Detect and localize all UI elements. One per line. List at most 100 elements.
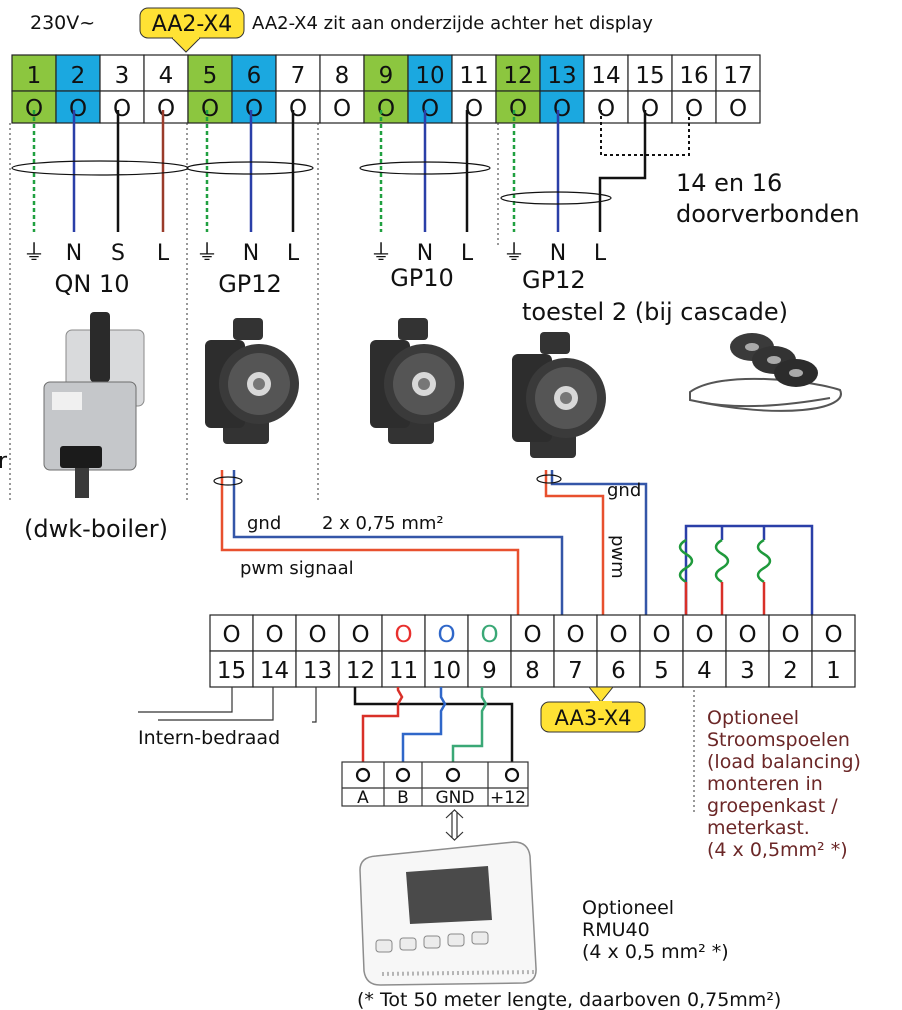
top-terminal-screw: O <box>377 96 395 122</box>
coil-note-line: meterkast. <box>707 817 810 839</box>
device-labels: ⏚ N S L QN 10 ⏚ N L GP12 ⏚ N L GP10 ⏚ N … <box>0 241 788 543</box>
bottom-terminal-number: 12 <box>346 658 375 684</box>
bottom-terminal-screw: O <box>652 622 670 648</box>
top-terminal-number: 13 <box>547 63 576 89</box>
top-terminal-number: 7 <box>291 63 306 89</box>
top-terminal-screw: O <box>553 96 571 122</box>
gp12b-caption: toestel 2 (bij cascade) <box>522 298 788 326</box>
bottom-terminal-screw: O <box>394 622 412 648</box>
rmu-label-a: A <box>357 788 369 808</box>
aa3-badge-pointer <box>587 686 615 703</box>
circulation-pumps <box>205 318 606 458</box>
bottom-terminal-number-cell <box>768 650 813 688</box>
bottom-terminal-number-cell <box>338 650 383 688</box>
top-terminal-number: 14 <box>591 63 620 89</box>
coil-wiring <box>678 524 814 615</box>
top-terminal-screw: O <box>289 96 307 122</box>
top-terminal-number: 4 <box>159 63 174 89</box>
rmu40-button-3 <box>423 935 441 949</box>
rmu-note-line: (4 x 0,5 mm² *) <box>582 941 729 963</box>
rmu-screw-b <box>395 767 411 783</box>
top-terminal-number: 16 <box>679 63 708 89</box>
wire-12v <box>353 687 514 770</box>
cable-sleeve-gp10 <box>359 161 491 175</box>
actuator-cable <box>75 468 89 498</box>
top-terminal-screw: O <box>69 96 87 122</box>
cable-size-label: 2 x 0,75 mm² <box>322 513 444 534</box>
header: 230V~ AA2-X4 AA2-X4 zit aan onderzijde a… <box>30 7 653 53</box>
qn10-caption: (dwk-boiler) <box>24 515 168 543</box>
pump-cable-sleeve-a <box>213 476 243 486</box>
bottom-terminal-number: 10 <box>432 658 461 684</box>
bottom-terminal-number-cell <box>381 650 426 688</box>
qn10-pin-n: N <box>66 241 82 266</box>
coil-hole-1 <box>745 343 759 351</box>
cable-sleeve-qn10 <box>11 160 189 176</box>
bottom-terminal-number-cell <box>553 650 598 688</box>
rmu-note-line: RMU40 <box>582 919 650 941</box>
top-terminal-screw-cell <box>583 90 629 124</box>
bottom-terminal-screw: O <box>351 622 369 648</box>
top-terminal-screw: O <box>245 96 263 122</box>
top-terminal-number-cell <box>231 54 277 92</box>
coil-note-line: Stroomspoelen <box>707 729 850 751</box>
top-terminal-screw: O <box>201 96 219 122</box>
current-coils-icon <box>689 333 842 412</box>
top-terminal-screw: O <box>641 96 659 122</box>
bottom-terminal-screw-cell <box>467 614 512 652</box>
rmu-block-frame <box>341 761 529 807</box>
actuator-connector <box>60 446 102 468</box>
bottom-terminal-number-cell <box>209 650 254 688</box>
top-badge-text: AA2-X4 <box>152 12 233 37</box>
qn10-name: QN 10 <box>54 270 129 298</box>
bottom-terminal-number: 5 <box>654 658 669 684</box>
bottom-terminal-screw: O <box>609 622 627 648</box>
top-badge-pointer <box>170 37 202 53</box>
top-terminal-screw: O <box>333 96 351 122</box>
top-terminal-screw: O <box>729 96 747 122</box>
rmu-label-gnd: GND <box>436 788 475 808</box>
gnd-left-label: gnd <box>247 513 281 534</box>
bottom-terminal-number: 7 <box>568 658 583 684</box>
bottom-terminal-screw: O <box>523 622 541 648</box>
rmu-label-12v: +12 <box>490 788 526 808</box>
wire-a <box>361 687 404 770</box>
coil-note-line: monteren in <box>707 773 823 795</box>
gp12b-name: GP12 <box>522 266 586 294</box>
gp12b-pin-pe: ⏚ <box>503 241 525 266</box>
rmu-terminal-block: A B GND +12 <box>341 761 529 808</box>
top-terminal-screw-cell <box>55 90 101 124</box>
pump-icon <box>370 318 464 444</box>
coil-hole-2 <box>767 356 781 364</box>
bottom-terminal-screw: O <box>308 622 326 648</box>
bottom-terminal-screw-cell <box>338 614 383 652</box>
rmu40-button-4 <box>447 933 465 947</box>
top-terminal-screw-cell <box>319 90 365 124</box>
wire-pwm-gp12b <box>544 470 605 615</box>
pwm-label: pwm <box>607 535 628 579</box>
bottom-terminal-number-cell <box>725 650 770 688</box>
top-terminal-number-cell <box>451 54 497 92</box>
wire-pwm-gp12a <box>220 470 520 615</box>
top-terminal-screw: O <box>685 96 703 122</box>
rmu40-thermostat-icon <box>359 841 537 986</box>
top-terminal-number-cell <box>143 54 189 92</box>
bottom-terminal-screw-cell <box>295 614 340 652</box>
rmu-screw-gnd <box>445 767 461 783</box>
bottom-terminal-number: 14 <box>260 658 289 684</box>
top-terminal-screw: O <box>597 96 615 122</box>
bottom-terminal-number: 13 <box>303 658 332 684</box>
pump-head-hub <box>418 378 430 390</box>
coil-note-line: (4 x 0,5mm² *) <box>707 839 848 861</box>
pump-top-flange <box>398 318 428 340</box>
internal-wires <box>138 687 317 723</box>
coil-note-line: Optioneel <box>707 707 799 729</box>
pump-top-flange <box>540 332 570 354</box>
arrow-head-up <box>445 809 464 819</box>
signal-wires <box>213 470 648 615</box>
pump-cable-sleeve-b <box>536 474 562 484</box>
bottom-terminal-screw: O <box>265 622 283 648</box>
qn10-pin-pe: ⏚ <box>23 241 45 266</box>
rmu40-display <box>406 866 492 924</box>
